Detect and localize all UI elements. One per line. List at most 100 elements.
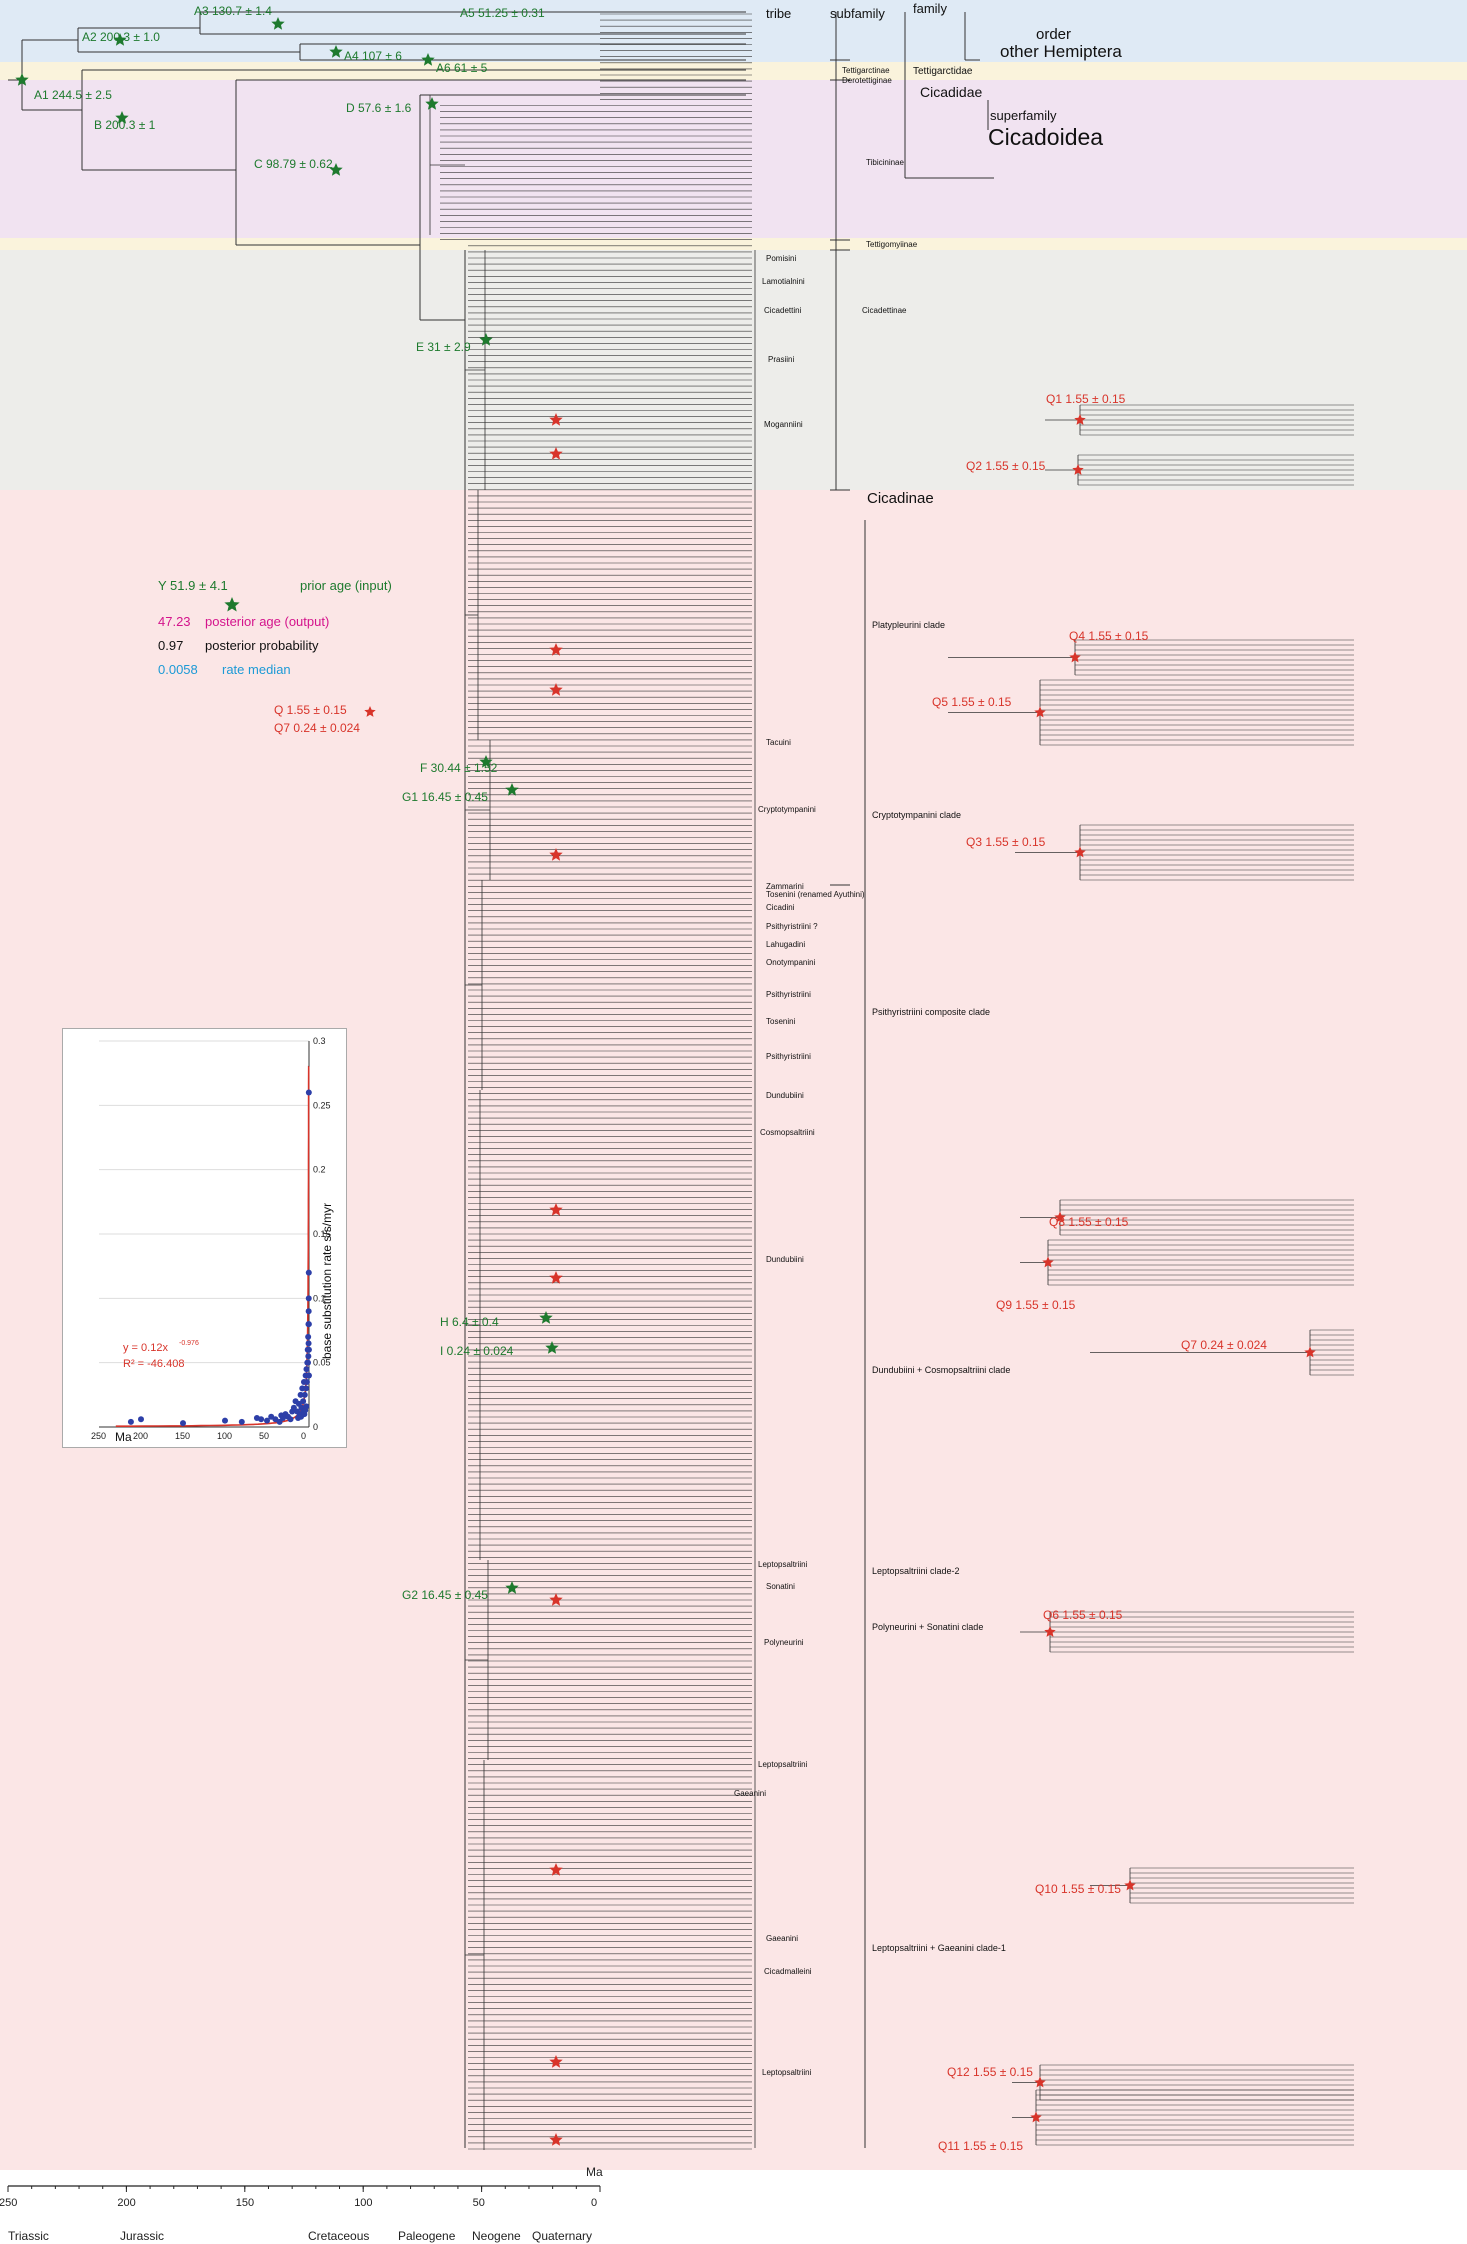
tribe-tosenini: Tosenini [766,1017,796,1026]
family-tettigarctidae: Tettigarctidae [913,66,973,77]
q-label-q3: Q3 1.55 ± 0.15 [966,835,1046,849]
data-point [303,1366,310,1373]
x-axis-label: Ma [115,1430,132,1444]
data-point [290,1404,297,1411]
tribe-prasiini: Prasiini [768,355,795,364]
tribe-cicadmalleini: Cicadmalleini [764,1967,812,1976]
subtree-q-star [1072,464,1084,475]
tribe-zammarini: Zammarini [766,882,804,891]
tribe-psithyristriini-q: Psithyristriini ? [766,922,818,931]
legend-prior-value: Y 51.9 ± 4.1 [158,578,228,593]
clade-psithyristriini-composite: Psithyristriini composite clade [872,1007,991,1017]
subfamily-cicadettinae: Cicadettinae [862,306,907,315]
timescale-unit: Ma [586,2165,603,2179]
tribe-leptopsaltriini-3: Leptopsaltriini [762,2068,812,2077]
data-point [258,1416,265,1423]
subtree-q-star [1074,846,1086,858]
data-point [127,1418,134,1425]
tribe-tacuini: Tacuini [766,738,791,747]
legend-posterior-prob-label: posterior probability [205,638,319,653]
tribe-gaeanini-2: Gaeanini [766,1934,799,1943]
tribe-lamotialnini: Lamotialnini [762,277,805,286]
tribe-cicadini: Cicadini [766,903,795,912]
y-tick-label: 0 [313,1422,318,1432]
data-point [297,1391,304,1398]
tribe-cicadettini: Cicadettini [764,306,802,315]
data-point [305,1333,312,1340]
period-label: Paleogene [398,2229,456,2243]
q-label-q9: Q9 1.55 ± 0.15 [996,1298,1076,1312]
q-label-q4: Q4 1.55 ± 0.15 [1069,629,1149,643]
data-point [305,1321,312,1328]
tribe-dundubiini-1: Dundubiini [766,1091,804,1100]
data-point [304,1359,311,1366]
q-label-q10: Q10 1.55 ± 0.15 [1035,1882,1121,1896]
tribe-cosmopsaltriini: Cosmopsaltriini [760,1128,815,1137]
calibration-star [329,45,343,58]
clade-dundubiini-cosmopsaltriini: Dundubiini + Cosmopsaltriini clade [872,1365,1011,1375]
q-star [549,447,563,460]
data-point [303,1378,310,1385]
data-point [305,1340,312,1347]
tribe-psithyristriini-1: Psithyristriini [766,990,811,999]
calibration-a4: A4 107 ± 6 [344,49,402,63]
timescale-tick-label: 200 [117,2197,135,2209]
x-tick-label: 0 [301,1431,306,1441]
tribe-moganniini: Moganniini [764,420,803,429]
tribe-sonatini: Sonatini [766,1582,795,1591]
subtree-q-star [1074,414,1086,425]
header-tribe: tribe [766,6,792,21]
calibration-star [113,33,127,46]
q-label-q12: Q12 1.55 ± 0.15 [947,2065,1033,2079]
tribe-dundubiini-2: Dundubiini [766,1255,804,1264]
band-tettigarctidae [0,62,1467,80]
period-label: Cretaceous [308,2229,369,2243]
data-point [305,1308,312,1315]
x-tick-label: 150 [175,1431,190,1441]
subtree-q-star [1054,1211,1066,1223]
data-point [264,1417,270,1424]
label-cicadoidea: Cicadoidea [988,124,1104,150]
label-cicadinae: Cicadinae [867,490,934,507]
data-point [305,1295,312,1302]
tribe-pomisini: Pomisini [766,254,797,263]
subtree-q-star [1042,1256,1054,1268]
period-label: Neogene [472,2229,521,2243]
clade-platypleurini: Platypleurini clade [872,620,946,630]
calibration-h: H 6.4 ± 0.4 [440,1315,499,1329]
q-star [549,1203,563,1216]
calibration-d: D 57.6 ± 1.6 [346,101,412,115]
y-tick-label: 0.25 [313,1100,331,1110]
q-label-q7: Q7 0.24 ± 0.024 [1181,1338,1267,1352]
header-subfamily: subfamily [830,6,885,21]
period-label: Triassic [8,2229,49,2243]
data-point [180,1420,186,1427]
legend-q7-value: Q7 0.24 ± 0.024 [274,721,360,735]
tribe-gaeanini-1: Gaeanini [734,1789,767,1798]
calibration-star [539,1311,553,1324]
fit-equation: y = 0.12x [123,1342,168,1354]
tribe-leptopsaltriini-1: Leptopsaltriini [758,1560,808,1569]
calibration-star [15,73,29,86]
data-point [300,1398,307,1405]
band-cicadettinae [0,250,1467,490]
y-tick-label: 0.1 [313,1293,326,1303]
q-label-q6: Q6 1.55 ± 0.15 [1043,1608,1123,1622]
band-tettigomyiinae [0,238,1467,250]
legend-prior-star [224,597,240,612]
fit-exponent: -0.976 [179,1340,199,1347]
legend-rate-value: 0.0058 [158,662,198,677]
data-point [303,1385,310,1392]
q-label-q5: Q5 1.55 ± 0.15 [932,695,1012,709]
timescale-tick-label: 50 [473,2197,485,2209]
legend-q-star [364,706,376,717]
q-star [549,413,563,426]
calibration-star [425,97,439,110]
tribe-lahugadini: Lahugadini [766,940,806,949]
calibration-a2: A2 200.3 ± 1.0 [82,30,160,44]
timescale-tick-label: 150 [236,2197,254,2209]
legend-prior-label: prior age (input) [300,578,392,593]
x-tick-label: 200 [133,1431,148,1441]
